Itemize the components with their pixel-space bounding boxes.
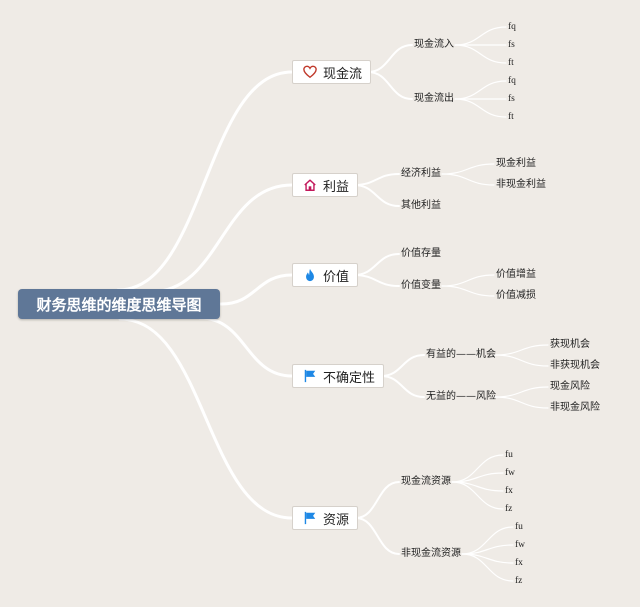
topic-non-cash-flow-resources[interactable]: 非现金流资源 (401, 548, 461, 559)
branch-label: 不确定性 (323, 370, 376, 386)
topic-value-change[interactable]: 价值变量 (401, 280, 441, 291)
leaf-item[interactable]: fq (508, 76, 516, 86)
root-to-branch-link (116, 70, 294, 292)
branch-label: 现金流 (323, 66, 363, 82)
topic-cash-risk[interactable]: 现金风险 (550, 381, 590, 392)
topic-to-leaf-link (441, 274, 495, 287)
topic-to-leaf-link (494, 386, 549, 398)
topic-to-leaf-link (454, 26, 507, 46)
topic-opportunity[interactable]: 有益的——机会 (426, 349, 496, 360)
branch-to-topic-link (367, 44, 413, 73)
leaf-item[interactable]: fx (515, 558, 523, 568)
root-to-branch-link (118, 317, 294, 520)
root-to-branch-link (148, 183, 294, 294)
branch-to-topic-link (355, 481, 400, 519)
leaf-item[interactable]: fx (505, 486, 513, 496)
topic-to-leaf-link (441, 173, 495, 186)
topic-other-benefit[interactable]: 其他利益 (401, 200, 441, 211)
branch-to-topic-link (353, 253, 400, 276)
branch-to-topic-link (353, 184, 400, 207)
topic-to-leaf-link (454, 80, 507, 100)
branch-resources[interactable]: 资源 (292, 506, 359, 530)
topic-to-leaf-link (461, 553, 514, 582)
branch-value[interactable]: 价值 (292, 263, 359, 287)
flag-icon (303, 369, 317, 383)
leaf-item[interactable]: fz (505, 504, 513, 514)
topic-to-leaf-link (441, 163, 495, 175)
root-to-branch-link (219, 273, 294, 306)
topic-to-leaf-link (451, 481, 504, 510)
topic-to-leaf-link (494, 344, 549, 356)
branch-to-topic-link (353, 173, 400, 186)
branch-benefit[interactable]: 利益 (292, 173, 359, 197)
topic-cash-outflow[interactable]: 现金流出 (414, 93, 454, 104)
leaf-item[interactable]: fs (508, 94, 515, 104)
topic-non-cash-benefit[interactable]: 非现金利益 (496, 179, 546, 190)
topic-value-loss[interactable]: 价值减损 (496, 290, 536, 301)
topic-economic-benefit[interactable]: 经济利益 (401, 168, 441, 179)
heart-icon (303, 65, 317, 79)
topic-to-leaf-link (454, 98, 507, 118)
branch-to-topic-link (380, 375, 425, 398)
branch-to-topic-link (353, 274, 400, 287)
branch-label: 价值 (323, 269, 350, 285)
home-icon (303, 178, 317, 192)
leaf-item[interactable]: fq (508, 22, 516, 32)
flag-icon (303, 511, 317, 525)
root-topic-label: 财务思维的维度思维导图 (36, 295, 202, 314)
branch-to-topic-link (355, 517, 400, 555)
leaf-item[interactable]: ft (508, 58, 514, 68)
topic-cash-opportunity[interactable]: 获现机会 (550, 339, 590, 350)
flame-icon (303, 268, 317, 282)
branch-to-topic-link (367, 71, 413, 100)
root-topic[interactable]: 财务思维的维度思维导图 (18, 289, 220, 319)
topic-to-leaf-link (441, 285, 495, 297)
topic-non-cash-opportunity[interactable]: 非获现机会 (550, 360, 600, 371)
branch-uncertainty[interactable]: 不确定性 (292, 364, 385, 388)
leaf-item[interactable]: fu (515, 522, 523, 532)
leaf-item[interactable]: fw (505, 468, 516, 478)
topic-to-leaf-link (454, 44, 507, 64)
topic-non-cash-risk[interactable]: 非现金风险 (550, 402, 600, 413)
topic-value-gain[interactable]: 价值增益 (496, 269, 536, 280)
branch-label: 利益 (323, 179, 350, 195)
leaf-item[interactable]: fz (515, 576, 523, 586)
branch-to-topic-link (380, 354, 425, 377)
leaf-item[interactable]: fu (505, 450, 513, 460)
topic-cash-inflow[interactable]: 现金流入 (414, 39, 454, 50)
topic-cash-flow-resources[interactable]: 现金流资源 (401, 476, 451, 487)
topic-to-leaf-link (494, 354, 549, 367)
leaf-item[interactable]: fs (508, 40, 515, 50)
topic-value-stock[interactable]: 价值存量 (401, 248, 441, 259)
topic-to-leaf-link (494, 396, 549, 409)
branch-label: 资源 (323, 512, 350, 528)
leaf-item[interactable]: ft (508, 112, 514, 122)
topic-risk[interactable]: 无益的——风险 (426, 391, 496, 402)
branch-cash-flow[interactable]: 现金流 (292, 60, 372, 84)
leaf-item[interactable]: fw (515, 540, 526, 550)
root-to-branch-link (198, 316, 294, 378)
topic-cash-benefit[interactable]: 现金利益 (496, 158, 536, 169)
